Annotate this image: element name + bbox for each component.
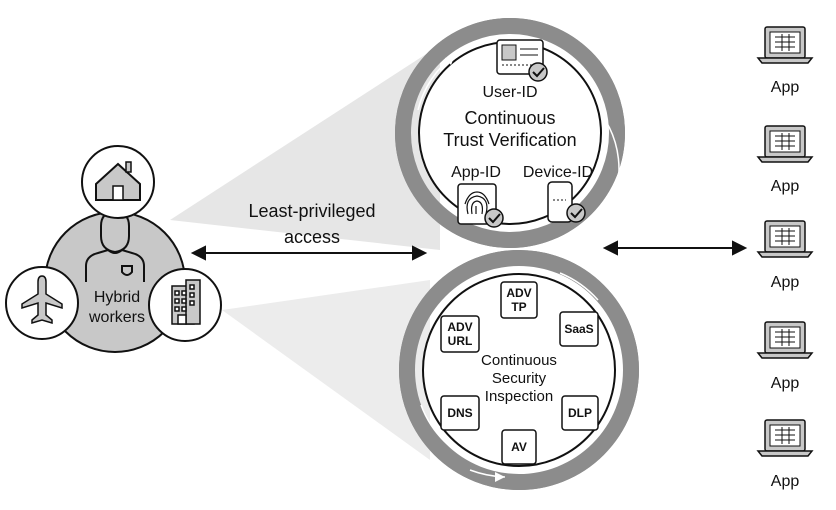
module-label: SaaS xyxy=(564,322,593,336)
user-id-card-icon xyxy=(496,39,548,82)
inspection-title-line2: Security xyxy=(492,370,547,387)
inspection-title-line1: Continuous xyxy=(481,352,557,369)
app-window-icon xyxy=(756,26,814,64)
device-id-label: Device-ID xyxy=(523,164,593,181)
access-label-line1: Least-privileged xyxy=(248,201,375,221)
app-window-icon xyxy=(756,321,814,359)
app-label: App xyxy=(771,274,800,291)
check-icon xyxy=(528,62,548,82)
hybrid-workers-group: Hybrid workers xyxy=(5,145,222,353)
app-label: App xyxy=(771,375,800,392)
app-window-icon xyxy=(756,419,814,457)
app-window-icon xyxy=(756,125,814,163)
module-dns: DNS xyxy=(440,395,480,431)
access-label-line2: access xyxy=(284,227,340,247)
module-label: DNS xyxy=(447,406,472,420)
arrowhead-icon xyxy=(495,472,505,482)
module-label: ADV xyxy=(506,286,531,300)
flow-arrow-lower-left xyxy=(420,404,446,443)
module-adv-tp: ADV TP xyxy=(500,281,538,319)
hybrid-label-line1: Hybrid xyxy=(94,289,140,306)
airplane-icon xyxy=(21,275,63,325)
module-label: AV xyxy=(511,440,527,454)
office-building-icon xyxy=(171,279,201,325)
module-dlp: DLP xyxy=(561,395,599,431)
app-item: App xyxy=(756,321,814,392)
module-label: DLP xyxy=(568,406,592,420)
app-label: App xyxy=(771,473,800,490)
app-item: App xyxy=(756,125,814,195)
trust-title-line2: Trust Verification xyxy=(443,130,576,150)
mobile-device-icon xyxy=(547,181,586,223)
lower-cone-shading xyxy=(222,280,430,460)
arrowhead-icon xyxy=(445,55,455,65)
module-saas: SaaS xyxy=(559,311,599,347)
app-label: App xyxy=(771,178,800,195)
app-id-label: App-ID xyxy=(451,164,501,181)
fingerprint-icon xyxy=(457,183,504,228)
upper-cone-shading xyxy=(170,45,440,250)
user-id-label: User-ID xyxy=(482,84,537,101)
house-icon xyxy=(95,161,141,201)
module-av: AV xyxy=(501,429,537,465)
module-adv-url: ADV URL xyxy=(440,315,480,353)
check-icon xyxy=(484,208,504,228)
inspection-title-line3: Inspection xyxy=(485,388,553,405)
flow-arrow-lower-right xyxy=(559,272,599,301)
module-label: TP xyxy=(511,300,526,314)
access-double-arrow xyxy=(190,245,428,261)
arrowhead-icon xyxy=(606,196,615,205)
hybrid-label-line2: workers xyxy=(88,309,145,326)
module-label: ADV xyxy=(447,320,472,334)
trust-verification-ring xyxy=(395,18,625,248)
app-label: App xyxy=(771,79,800,96)
app-item: App xyxy=(756,26,814,96)
module-label: URL xyxy=(448,334,473,348)
app-window-icon xyxy=(756,220,814,258)
app-item: App xyxy=(756,419,814,490)
flow-arrow-upper-right xyxy=(601,114,620,206)
app-item: App xyxy=(756,220,814,291)
check-icon xyxy=(566,203,586,223)
trust-title-line1: Continuous xyxy=(464,108,555,128)
apps-double-arrow xyxy=(602,240,748,256)
